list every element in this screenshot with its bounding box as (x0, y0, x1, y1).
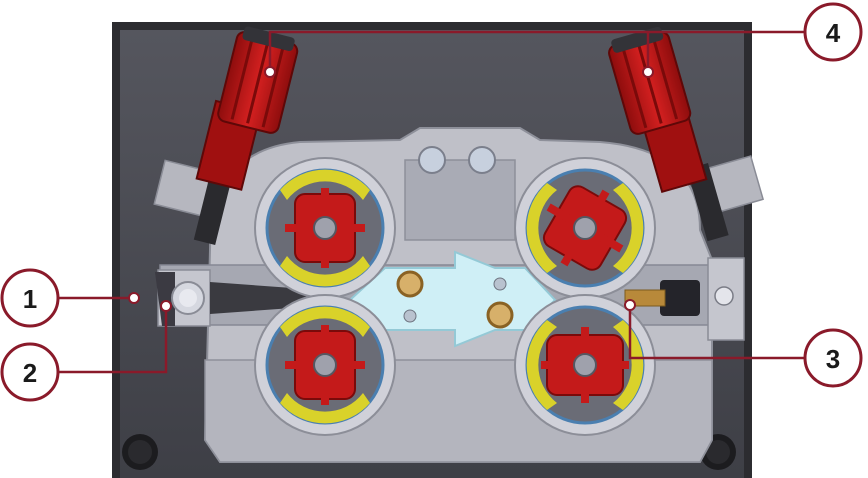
leader-endpoints (128, 66, 654, 312)
callout-1: 1 (0, 268, 60, 328)
callout-3-label: 3 (826, 344, 840, 374)
callout-4-label: 4 (826, 18, 841, 48)
pressure-arm-right (608, 26, 765, 242)
top-bolt-left (418, 146, 446, 174)
wire-outlet-guide (624, 257, 745, 341)
guide-bushing-left (396, 270, 424, 298)
guide-screw-b (493, 277, 507, 291)
leader-2 (58, 306, 168, 374)
callout-1-label: 1 (23, 284, 37, 314)
leader-lines (58, 30, 805, 374)
leader-3 (628, 305, 805, 360)
top-bolt-right (468, 146, 496, 174)
callout-2: 2 (0, 342, 60, 402)
guide-screw-a (403, 309, 417, 323)
feed-roller-bottom-left (254, 294, 396, 436)
corner-screw-left (122, 434, 158, 470)
feed-roller-top-left (254, 157, 396, 299)
callout-2-label: 2 (23, 358, 37, 388)
callout-3: 3 (803, 328, 863, 388)
guide-bushing-right (486, 301, 514, 329)
center-channel (404, 159, 516, 241)
leader-4 (268, 30, 805, 70)
feed-roller-bottom-right (514, 294, 656, 436)
callout-4: 4 (803, 2, 863, 62)
feed-roller-top-right (514, 157, 656, 299)
pressure-arm-left (153, 26, 299, 245)
